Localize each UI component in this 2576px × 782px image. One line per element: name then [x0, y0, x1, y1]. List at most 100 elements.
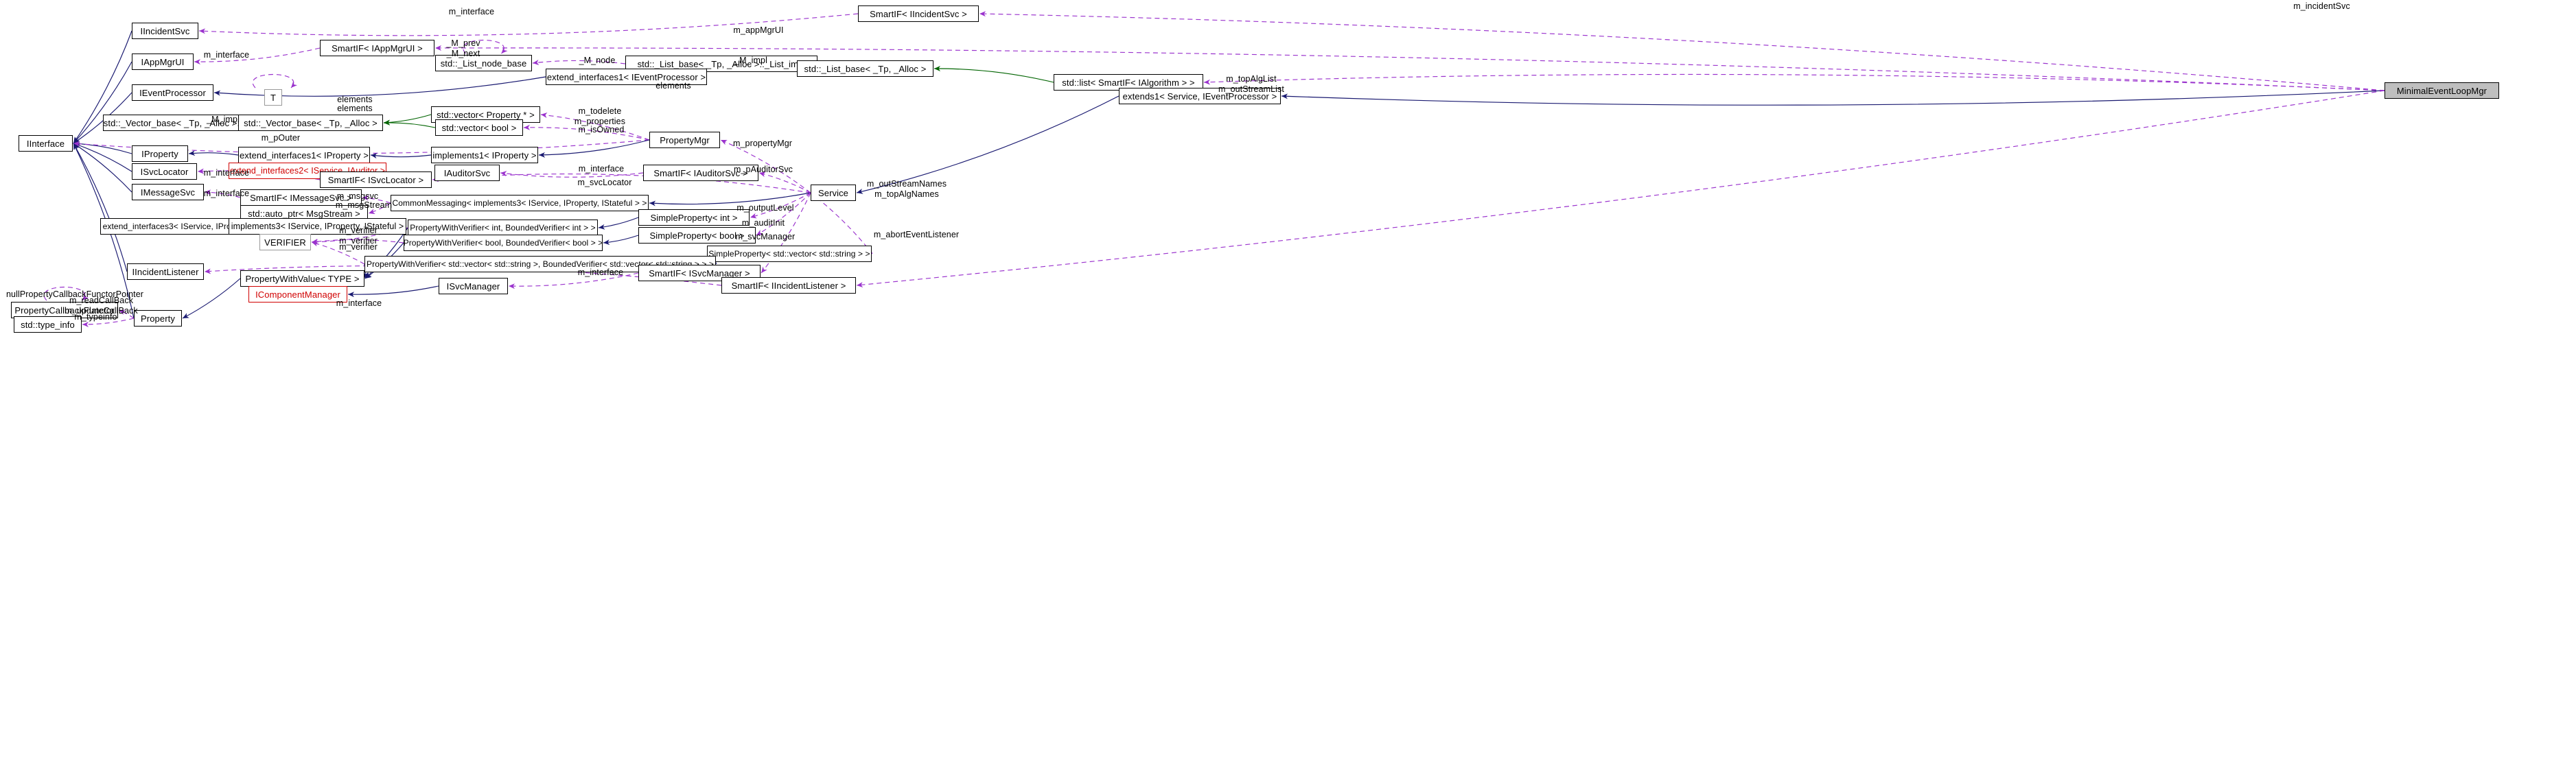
- edge-inherit: [73, 143, 132, 193]
- class-node-extends1-service-ieventprocessor[interactable]: extends1< Service, IEventProcessor >: [1119, 88, 1281, 104]
- edge-label: m_verifier: [339, 242, 378, 252]
- edge-label: m_todelete m_properties: [574, 106, 626, 126]
- edge-label: m_interface: [577, 268, 624, 277]
- class-node-commonmessaging-implements3-iservice-iproperty-istateful[interactable]: CommonMessaging< implements3< IService, …: [391, 195, 649, 211]
- edge-usage: [810, 192, 873, 254]
- class-node-isvclocator[interactable]: ISvcLocator: [132, 163, 197, 180]
- class-node-iincidentlistener[interactable]: IIncidentListener: [127, 263, 204, 280]
- edge-label: m_typeinfo: [74, 312, 117, 322]
- edge-label: _M_impl: [734, 56, 767, 65]
- class-node-ieventprocessor[interactable]: IEventProcessor: [132, 84, 213, 101]
- class-node-smartif-iappmgrui[interactable]: SmartIF< IAppMgrUI >: [320, 40, 434, 56]
- class-node-iappmgrui[interactable]: IAppMgrUI: [132, 54, 194, 70]
- edge-template: [933, 65, 1054, 83]
- class-node-property[interactable]: Property: [134, 310, 182, 327]
- edge-label: m_outputLevel: [736, 203, 794, 213]
- class-node-propertywithverifier-int-boundedverifier-int[interactable]: PropertyWithVerifier< int, BoundedVerifi…: [408, 220, 598, 236]
- class-node-extend-interfaces1-ieventprocessor[interactable]: extend_interfaces1< IEventProcessor >: [546, 69, 707, 85]
- class-node-service[interactable]: Service: [811, 185, 856, 201]
- class-node-simpleproperty-bool[interactable]: SimpleProperty< bool >: [638, 227, 756, 244]
- edge-label: m_msgsvc: [336, 191, 379, 201]
- edge-label: m_topAlgList m_outStreamList: [1218, 74, 1284, 94]
- class-node-iinterface[interactable]: IInterface: [19, 135, 73, 152]
- edge-label: m_svcManager: [735, 232, 796, 241]
- edge-inherit: [1281, 90, 2385, 106]
- edge-inherit: [182, 278, 241, 319]
- class-node-smartif-iincidentlistener[interactable]: SmartIF< IIncidentListener >: [721, 277, 856, 294]
- class-node-simpleproperty-int[interactable]: SimpleProperty< int >: [638, 209, 750, 226]
- edge-label: nullPropertyCallbackFunctorPointer: [5, 289, 144, 299]
- class-node-verifier[interactable]: VERIFIER: [259, 234, 311, 250]
- edge-label: m_interface: [203, 168, 250, 178]
- class-node-extend-interfaces1-iproperty[interactable]: extend_interfaces1< IProperty >: [238, 147, 370, 163]
- edge-label: _M_node: [579, 56, 616, 65]
- edge-inherit: [856, 95, 1119, 194]
- class-node-iauditorsvc[interactable]: IAuditorSvc: [434, 165, 500, 181]
- edge-label: _M_prev _M_next: [446, 38, 480, 58]
- class-node-iproperty[interactable]: IProperty: [132, 145, 188, 162]
- edge-template: [383, 114, 432, 126]
- edge-label: m_incidentSvc: [2293, 1, 2350, 11]
- edge-usage: [253, 73, 298, 88]
- edge-label: m_appMgrUI: [733, 25, 784, 35]
- class-node-icomponentmanager[interactable]: IComponentManager: [248, 286, 347, 303]
- edge-label: m_interface: [578, 164, 625, 174]
- class-node-implements1-iproperty[interactable]: implements1< IProperty >: [431, 147, 538, 163]
- edge-usage: [1203, 73, 2385, 91]
- edge-inherit: [73, 61, 132, 144]
- edge-label: m_svcLocator: [577, 178, 632, 187]
- edge-usage: [856, 90, 2385, 288]
- edge-inherit: [598, 217, 639, 230]
- edge-label: m_pOuter: [261, 133, 301, 143]
- edge-label: m_msgStream: [335, 200, 393, 210]
- class-node-implements3-iservice-iproperty-istateful[interactable]: implements3< IService, IProperty, IState…: [229, 218, 406, 235]
- class-node-propertymgr[interactable]: PropertyMgr: [649, 132, 720, 148]
- edge-inherit: [538, 139, 650, 158]
- edge-label: m_pAuditorSvc: [733, 165, 793, 174]
- edge-label: m_interface: [203, 189, 250, 198]
- edge-inherit: [370, 153, 432, 159]
- class-node-std-vector-bool[interactable]: std::vector< bool >: [435, 119, 523, 136]
- class-node-imessagesvc[interactable]: IMessageSvc: [132, 184, 204, 200]
- edge-inherit: [347, 285, 439, 298]
- edge-label: elements: [337, 95, 373, 104]
- class-node-std-list-base-tp-alloc[interactable]: std::_List_base< _Tp, _Alloc >: [797, 60, 933, 77]
- edge-label: m_interface: [203, 50, 250, 60]
- class-node-smartif-isvclocator[interactable]: SmartIF< ISvcLocator >: [320, 171, 432, 188]
- edge-inherit: [603, 235, 639, 246]
- class-node-smartif-imessagesvc[interactable]: SmartIF< IMessageSvc >: [240, 189, 362, 206]
- edge-label: m_propertyMgr: [732, 139, 793, 148]
- edge-label: elements: [337, 104, 373, 113]
- edge-template: [383, 119, 436, 128]
- class-node-std-list-node-base[interactable]: std::_List_node_base: [435, 55, 532, 71]
- class-node-smartif-iauditorsvc[interactable]: SmartIF< IAuditorSvc >: [643, 165, 758, 181]
- edge-usage: [756, 192, 811, 236]
- class-node-std-type-info[interactable]: std::type_info: [14, 316, 82, 333]
- edge-label: m_readCallBack m_updateCallBack: [65, 296, 138, 316]
- edge-label: m_interface: [448, 7, 495, 16]
- class-node-isvcmanager[interactable]: ISvcManager: [439, 278, 508, 294]
- edge-inherit: [73, 143, 132, 172]
- edge-label: m_interface: [336, 298, 382, 308]
- class-node-propertywithverifier-bool-boundedverifier-bool[interactable]: PropertyWithVerifier< bool, BoundedVerif…: [404, 235, 603, 251]
- class-node-smartif-iincidentsvc[interactable]: SmartIF< IIncidentSvc >: [858, 5, 979, 22]
- edge-inherit: [73, 143, 128, 272]
- edge-inherit: [73, 141, 132, 154]
- class-node-simpleproperty-std-vector-std-string[interactable]: SimpleProperty< std::vector< std::string…: [707, 246, 872, 262]
- edge-label: m_outStreamNames m_topAlgNames: [866, 179, 947, 199]
- class-node-propertywithvalue-type[interactable]: PropertyWithValue< TYPE >: [240, 270, 364, 287]
- edge-usage: [758, 171, 811, 193]
- class-node-std-vector-base-tp-alloc[interactable]: std::_Vector_base< _Tp, _Alloc >: [238, 115, 383, 131]
- edge-label: m_verifier: [339, 236, 378, 246]
- edge-label: m_abortEventListener: [873, 230, 960, 239]
- edge-label: m_isOwned: [578, 125, 625, 134]
- class-node-iincidentsvc[interactable]: IIncidentSvc: [132, 23, 198, 39]
- class-node-t[interactable]: T: [264, 89, 282, 106]
- edge-label: _M_impl: [207, 115, 240, 124]
- edge-label: m_auditInit: [741, 218, 785, 228]
- edge-label: elements: [655, 81, 691, 91]
- class-node-minimaleventloopmgr[interactable]: MinimalEventLoopMgr: [2384, 82, 2499, 99]
- edge-label: m_verifier: [339, 226, 378, 235]
